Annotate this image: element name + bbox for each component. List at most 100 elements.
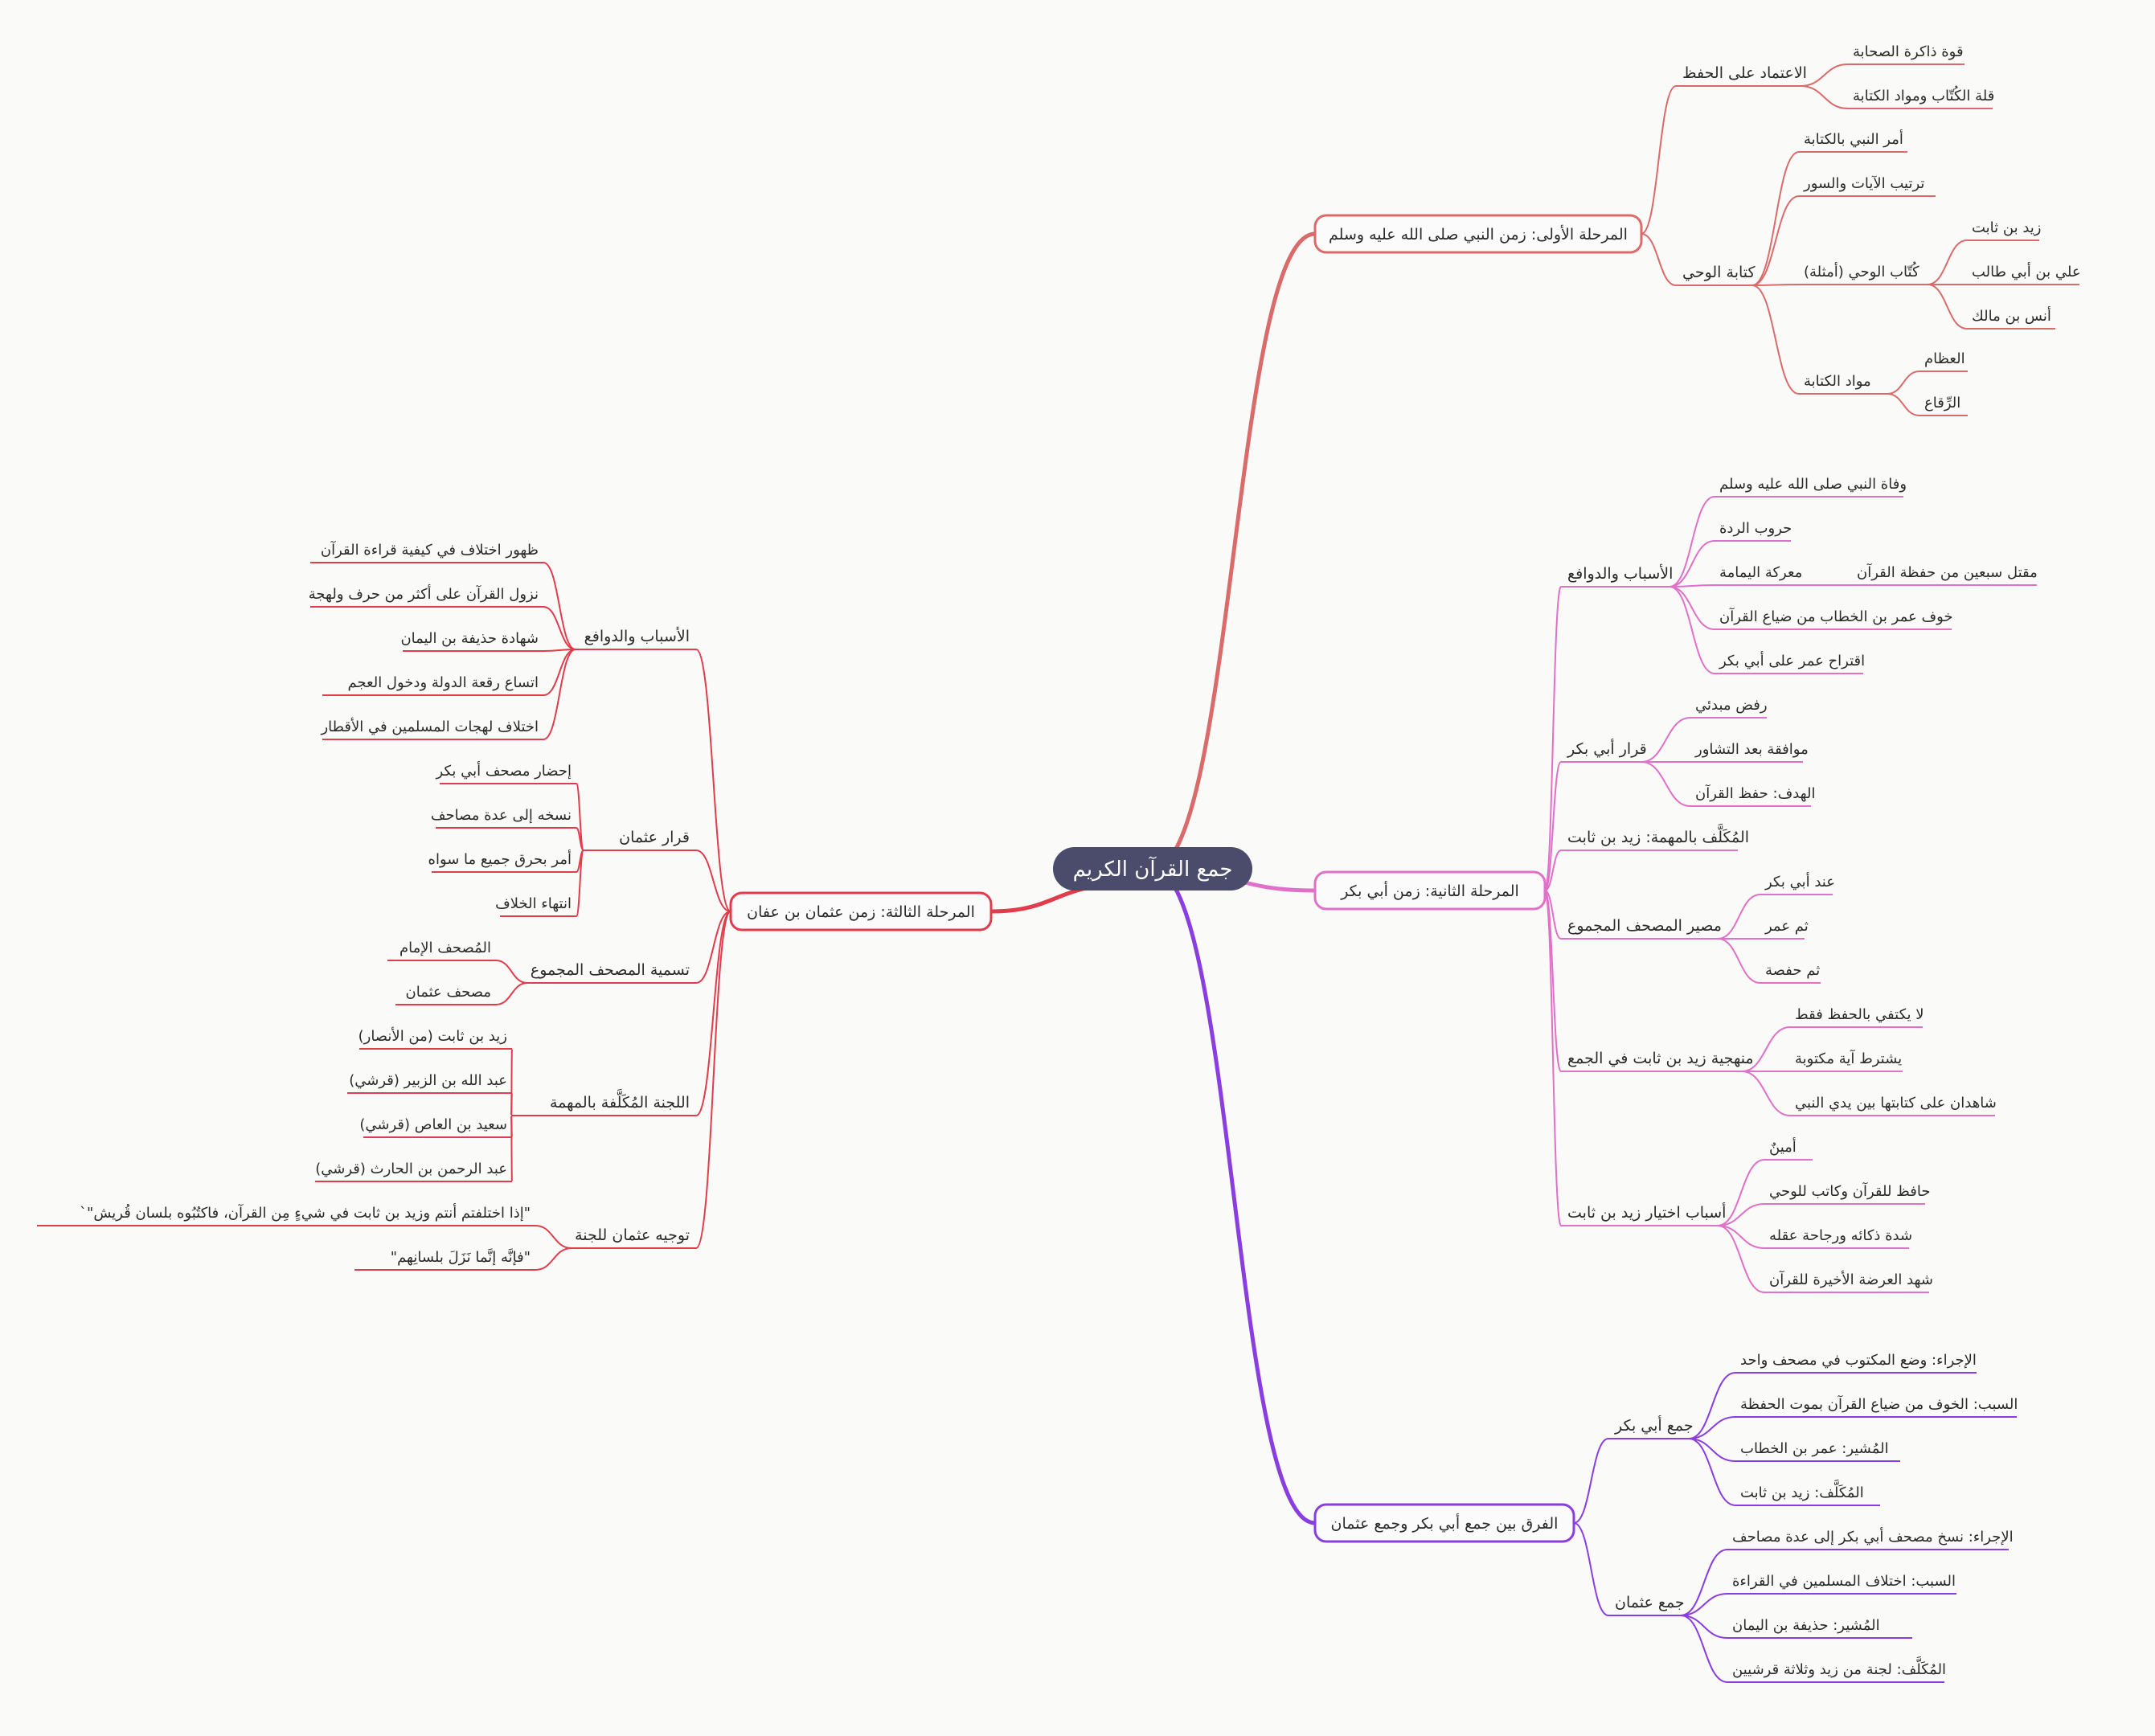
leaf-node[interactable]: مواد الكتابة — [1804, 373, 1871, 390]
leaf-label[interactable]: أمر بحرق جميع ما سواه — [428, 850, 572, 868]
leaf-label[interactable]: السبب: الخوف من ضياع القرآن بموت الحفظة — [1740, 1394, 2018, 1413]
leaf-node[interactable]: وفاة النبي صلى الله عليه وسلم — [1719, 476, 1907, 493]
branch-node[interactable]: المرحلة الأولى: زمن النبي صلى الله عليه … — [1313, 214, 1643, 254]
leaf-node[interactable]: مصحف عثمان — [405, 984, 491, 1001]
leaf-label[interactable]: لا يكتفي بالحفظ فقط — [1795, 1006, 1924, 1023]
leaf-node[interactable]: معركة اليمامة — [1719, 564, 1802, 581]
leaf-label[interactable]: ثم حفصة — [1765, 962, 1820, 979]
leaf-label[interactable]: أمر النبي بالكتابة — [1804, 129, 1903, 148]
subleaf-label[interactable]: علي بن أبي طالب — [1972, 262, 2081, 280]
topic-label[interactable]: توجيه عثمان للجنة — [575, 1226, 690, 1244]
leaf-label[interactable]: موافقة بعد التشاور — [1694, 741, 1809, 758]
leaf-node[interactable]: نزول القرآن على أكثر من حرف ولهجة — [309, 584, 539, 603]
leaf-label[interactable]: شاهدان على كتابتها بين يدي النبي — [1795, 1095, 1997, 1112]
topic-node[interactable]: جمع أبي بكر — [1614, 1415, 1694, 1435]
leaf-label[interactable]: يشترط آية مكتوبة — [1795, 1049, 1902, 1067]
leaf-node[interactable]: عند أبي بكر — [1764, 872, 1835, 891]
leaf-label[interactable]: المُشير: عمر بن الخطاب — [1740, 1440, 1889, 1457]
topic-label[interactable]: الأسباب والدوافع — [584, 627, 690, 645]
topic-node[interactable]: توجيه عثمان للجنة — [575, 1226, 690, 1244]
leaf-node[interactable]: نسخه إلى عدة مصاحف — [431, 807, 572, 824]
leaf-label[interactable]: كُتّاب الوحي (أمثلة) — [1804, 261, 1919, 280]
topic-label[interactable]: تسمية المصحف المجموع — [531, 961, 690, 979]
leaf-label[interactable]: نسخه إلى عدة مصاحف — [431, 807, 572, 824]
topic-label[interactable]: اللجنة المُكَلَّفة بالمهمة — [550, 1089, 690, 1112]
leaf-node[interactable]: السبب: الخوف من ضياع القرآن بموت الحفظة — [1740, 1394, 2018, 1413]
leaf-label[interactable]: عند أبي بكر — [1764, 872, 1835, 891]
topic-node[interactable]: المُكَلَّف بالمهمة: زيد بن ثابت — [1567, 824, 1749, 846]
topic-label[interactable]: قرار أبي بكر — [1567, 739, 1647, 758]
leaf-node[interactable]: الهدف: حفظ القرآن — [1695, 784, 1815, 802]
subleaf-label[interactable]: الرِّقاع — [1924, 395, 1960, 411]
leaf-node[interactable]: حروب الردة — [1719, 520, 1792, 537]
leaf-node[interactable]: المُصحف الإمام — [399, 940, 491, 956]
leaf-label[interactable]: ترتيب الآيات والسور — [1803, 174, 1924, 192]
leaf-node[interactable]: "فإنَّه إنَّما نَزَلَ بلسانِهم" — [391, 1247, 531, 1266]
leaf-node[interactable]: شاهدان على كتابتها بين يدي النبي — [1795, 1095, 1997, 1112]
root-node[interactable]: جمع القرآن الكريم — [1053, 847, 1252, 891]
topic-label[interactable]: منهجية زيد بن ثابت في الجمع — [1567, 1050, 1754, 1067]
topic-node[interactable]: أسباب اختيار زيد بن ثابت — [1567, 1202, 1726, 1222]
leaf-label[interactable]: المُكَلَّف: لجنة من زيد وثلاثة قرشيين — [1732, 1656, 1946, 1678]
subleaf-label[interactable]: زيد بن ثابت — [1972, 219, 2041, 236]
leaf-label[interactable]: اتساع رقعة الدولة ودخول العجم — [347, 674, 539, 691]
subleaf-node[interactable]: العظام — [1924, 350, 1965, 367]
topic-node[interactable]: الأسباب والدوافع — [584, 627, 690, 645]
branch-label[interactable]: المرحلة الأولى: زمن النبي صلى الله عليه … — [1329, 225, 1628, 244]
leaf-node[interactable]: سعيد بن العاص (قرشي) — [359, 1116, 507, 1133]
topic-node[interactable]: قرار أبي بكر — [1567, 739, 1647, 758]
leaf-label[interactable]: عبد الله بن الزبير (قرشي) — [349, 1072, 507, 1089]
leaf-label[interactable]: مواد الكتابة — [1804, 373, 1871, 390]
leaf-label[interactable]: زيد بن ثابت (من الأنصار) — [358, 1027, 507, 1045]
leaf-node[interactable]: شهد العرضة الأخيرة للقرآن — [1769, 1270, 1933, 1288]
leaf-node[interactable]: اقتراح عمر على أبي بكر — [1719, 651, 1865, 669]
leaf-label[interactable]: مصحف عثمان — [405, 984, 491, 1001]
topic-label[interactable]: أسباب اختيار زيد بن ثابت — [1567, 1202, 1726, 1222]
topic-label[interactable]: كتابة الوحي — [1682, 264, 1756, 281]
branch-node[interactable]: الفرق بين جمع أبي بكر وجمع عثمان — [1313, 1503, 1575, 1543]
subleaf-label[interactable]: العظام — [1924, 350, 1965, 367]
root-title[interactable]: جمع القرآن الكريم — [1073, 856, 1233, 882]
leaf-label[interactable]: "فإنَّه إنَّما نَزَلَ بلسانِهم" — [391, 1247, 531, 1266]
branch-label[interactable]: المرحلة الثالثة: زمن عثمان بن عفان — [747, 903, 975, 921]
leaf-node[interactable]: المُشير: عمر بن الخطاب — [1740, 1440, 1889, 1457]
leaf-node[interactable]: موافقة بعد التشاور — [1694, 741, 1809, 758]
leaf-label[interactable]: وفاة النبي صلى الله عليه وسلم — [1719, 476, 1907, 493]
topic-label[interactable]: الأسباب والدوافع — [1567, 564, 1673, 583]
topic-label[interactable]: جمع عثمان — [1615, 1594, 1685, 1611]
branch-node[interactable]: المرحلة الثانية: زمن أبي بكر — [1313, 870, 1547, 911]
leaf-node[interactable]: زيد بن ثابت (من الأنصار) — [358, 1027, 507, 1045]
branch-label[interactable]: الفرق بين جمع أبي بكر وجمع عثمان — [1331, 1513, 1559, 1533]
leaf-label[interactable]: الإجراء: وضع المكتوب في مصحف واحد — [1740, 1352, 1977, 1369]
leaf-node[interactable]: شدة ذكائه ورجاحة عقله — [1769, 1227, 1912, 1244]
leaf-label[interactable]: خوف عمر بن الخطاب من ضياع القرآن — [1719, 607, 1953, 625]
leaf-node[interactable]: خوف عمر بن الخطاب من ضياع القرآن — [1719, 607, 1953, 625]
topic-label[interactable]: قرار عثمان — [619, 829, 690, 846]
subleaf-node[interactable]: زيد بن ثابت — [1972, 219, 2041, 236]
leaf-node[interactable]: كُتّاب الوحي (أمثلة) — [1804, 261, 1919, 280]
leaf-label[interactable]: السبب: اختلاف المسلمين في القراءة — [1732, 1573, 1956, 1590]
leaf-node[interactable]: عبد الرحمن بن الحارث (قرشي) — [315, 1161, 507, 1177]
leaf-label[interactable]: شهد العرضة الأخيرة للقرآن — [1769, 1270, 1933, 1288]
leaf-label[interactable]: معركة اليمامة — [1719, 564, 1802, 581]
topic-node[interactable]: قرار عثمان — [619, 829, 690, 846]
leaf-label[interactable]: حروب الردة — [1719, 520, 1792, 537]
leaf-label[interactable]: شدة ذكائه ورجاحة عقله — [1769, 1227, 1912, 1244]
branch-node[interactable]: المرحلة الثالثة: زمن عثمان بن عفان — [729, 891, 993, 931]
leaf-node[interactable]: أمر بحرق جميع ما سواه — [428, 850, 572, 868]
leaf-node[interactable]: اختلاف لهجات المسلمين في الأقطار — [320, 718, 539, 735]
leaf-node[interactable]: ظهور اختلاف في كيفية قراءة القرآن — [321, 540, 539, 559]
leaf-node[interactable]: المُكَلَّف: زيد بن ثابت — [1740, 1479, 1864, 1501]
leaf-node[interactable]: انتهاء الخلاف — [495, 895, 572, 912]
subleaf-label[interactable]: أنس بن مالك — [1972, 306, 2051, 325]
leaf-label[interactable]: قلة الكُتّاب ومواد الكتابة — [1853, 85, 1994, 104]
topic-label[interactable]: الاعتماد على الحفظ — [1682, 64, 1807, 82]
leaf-node[interactable]: ثم حفصة — [1765, 962, 1820, 979]
leaf-label[interactable]: حافظ للقرآن وكاتب للوحي — [1769, 1181, 1930, 1200]
leaf-node[interactable]: عبد الله بن الزبير (قرشي) — [349, 1072, 507, 1089]
leaf-node[interactable]: لا يكتفي بالحفظ فقط — [1795, 1006, 1924, 1023]
leaf-label[interactable]: رفض مبدئي — [1695, 697, 1768, 714]
leaf-node[interactable]: المُكَلَّف: لجنة من زيد وثلاثة قرشيين — [1732, 1656, 1946, 1678]
leaf-label[interactable]: `"إذا اختلفتم أنتم وزيد بن ثابت في شيءٍ … — [80, 1203, 531, 1222]
leaf-label[interactable]: قوة ذاكرة الصحابة — [1853, 43, 1964, 60]
